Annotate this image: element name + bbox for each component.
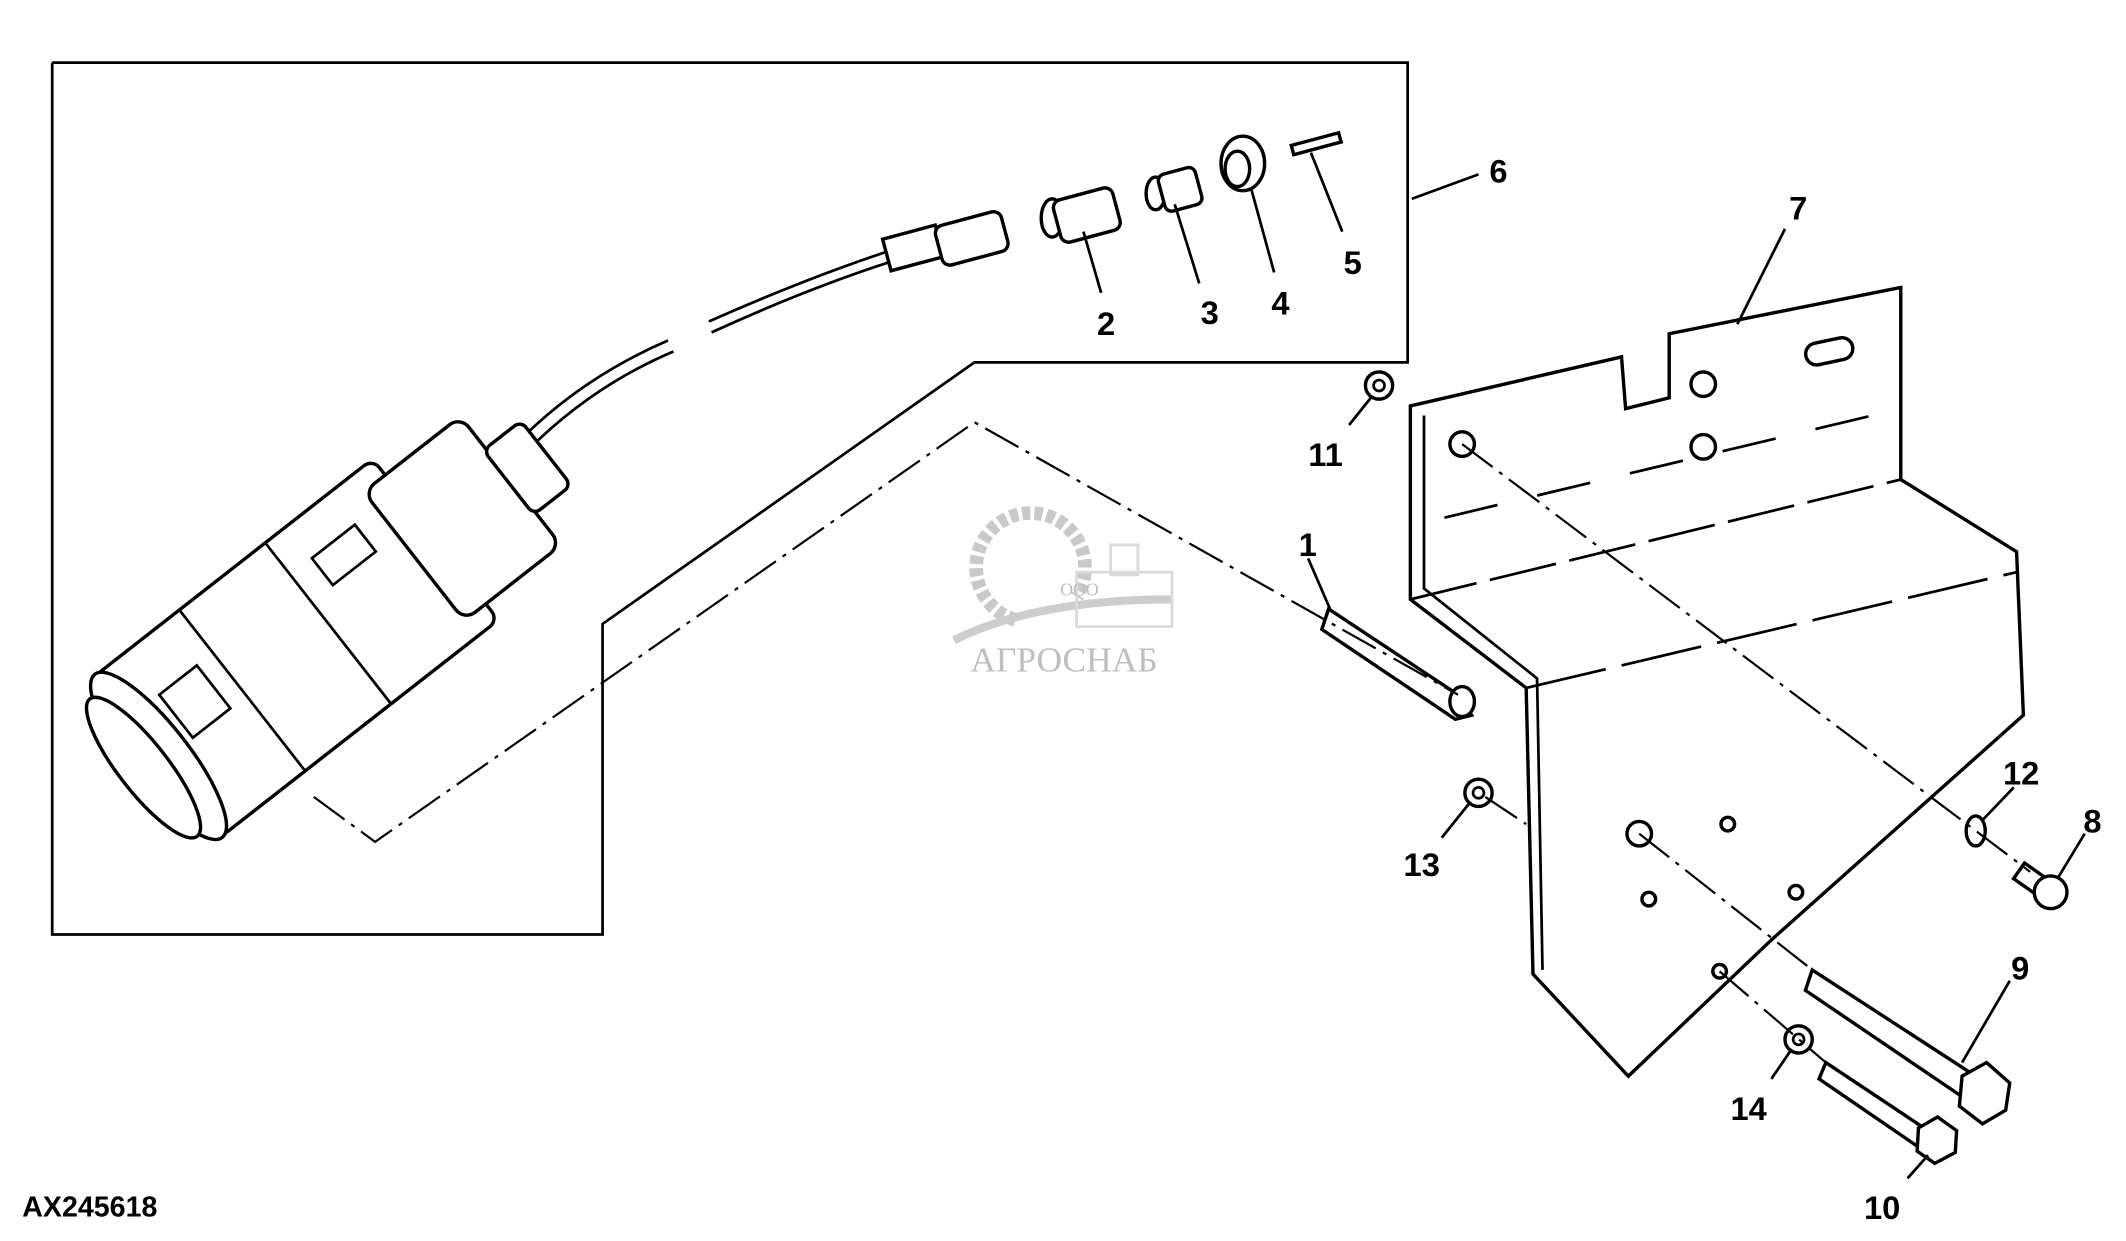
bolt-8: [2011, 860, 2069, 911]
assembly-group-outline: [50, 61, 1410, 936]
callout-6: 6: [1489, 153, 1507, 190]
bolt-10: [1816, 1059, 1959, 1166]
callout-3: 3: [1201, 294, 1219, 331]
watermark-name: АГРОСНАБ: [970, 640, 1157, 680]
centerline-upper: [1461, 443, 2031, 873]
callout-4: 4: [1271, 285, 1289, 322]
connector-part-4: [1219, 134, 1267, 193]
centerline-solenoid: [313, 421, 1459, 844]
nut-11: [1363, 370, 1395, 401]
bolt-9: [1803, 967, 2012, 1126]
callout-5: 5: [1344, 244, 1362, 281]
connector-part-2: [1039, 186, 1122, 244]
watermark-logo: ООО АГРОСНАБ: [952, 506, 1174, 680]
callout-12: 12: [2003, 755, 2039, 792]
callout-13: 13: [1404, 846, 1440, 883]
connector-plug: [880, 209, 1010, 273]
watermark-prefix: ООО: [1060, 579, 1099, 599]
connector-part-5-pin: [1289, 130, 1344, 157]
nut-12: [1964, 814, 1987, 848]
callout-8: 8: [2083, 802, 2101, 839]
centerline-bottom: [1718, 970, 1827, 1064]
callout-14: 14: [1730, 1090, 1766, 1127]
leader-lines: [1082, 152, 2086, 1180]
callout-1: 1: [1299, 526, 1317, 563]
callout-7: 7: [1789, 189, 1807, 226]
centerline-mid: [1638, 832, 1813, 971]
callout-2: 2: [1097, 305, 1115, 342]
centerline-lower: [1484, 796, 1527, 826]
figure-id: AX245618: [22, 1191, 157, 1223]
nut-13: [1463, 777, 1494, 809]
solenoid-cable: [503, 250, 892, 465]
mounting-bracket: [1408, 285, 2026, 1079]
connector-part-3: [1144, 165, 1204, 213]
callout-11: 11: [1308, 436, 1343, 473]
callout-9: 9: [2011, 949, 2029, 986]
callout-10: 10: [1864, 1189, 1900, 1226]
solenoid-body: [84, 420, 570, 842]
